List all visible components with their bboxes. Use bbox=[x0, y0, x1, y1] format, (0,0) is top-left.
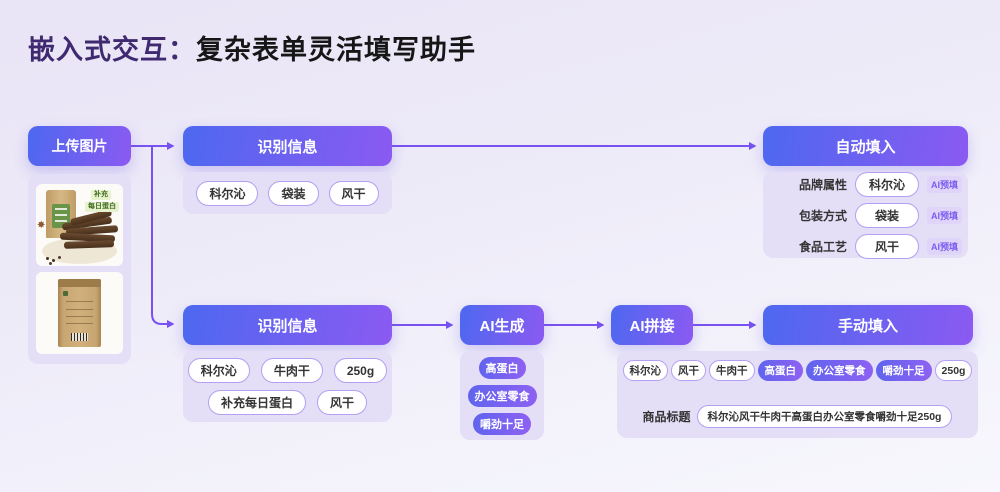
manual-fill-bar: 手动填入 bbox=[763, 305, 973, 345]
barcode-decoration bbox=[71, 333, 88, 341]
tag: 牛肉干 bbox=[709, 360, 755, 381]
tag-filled: 嚼劲十足 bbox=[473, 412, 531, 435]
auto-fill-bar: 自动填入 bbox=[763, 126, 968, 166]
star-anise-decoration: ✸ bbox=[37, 220, 46, 231]
merge-tag-row: 科尔沁 风干 牛肉干 高蛋白 办公室零食 嚼劲十足 250g bbox=[617, 360, 978, 381]
product-image-bag-back bbox=[36, 272, 123, 354]
tag: 袋装 bbox=[268, 180, 319, 206]
page-title-highlight: 嵌入式交互： bbox=[28, 35, 196, 65]
ai-generate-panel: 高蛋白 办公室零食 嚼劲十足 bbox=[460, 351, 544, 440]
ai-prefill-badge: AI预填 bbox=[927, 175, 963, 193]
recognize-info-bar-bottom: 识别信息 bbox=[183, 305, 392, 345]
ai-prefill-badge: AI预填 bbox=[927, 237, 963, 255]
recognize-tags-panel-bottom: 科尔沁 牛肉干 250g 补充每日蛋白 风干 bbox=[183, 351, 392, 422]
tag-filled: 高蛋白 bbox=[757, 360, 804, 381]
tag-row: 科尔沁 牛肉干 250g bbox=[187, 358, 388, 383]
product-image-jerky: ✸ 补充 每日蛋白 bbox=[36, 184, 123, 266]
ai-generate-bar: AI生成 bbox=[460, 305, 544, 345]
ai-join-bar: AI拼接 bbox=[611, 305, 693, 345]
field-label: 包装方式 bbox=[799, 208, 848, 223]
page-title-rest: 复杂表单灵活填写助手 bbox=[196, 35, 476, 65]
recognize-tags-panel-top: 科尔沁 袋装 风干 bbox=[183, 172, 392, 214]
tag-row: 补充每日蛋白 风干 bbox=[207, 390, 368, 415]
kraft-pouch-decoration bbox=[58, 279, 101, 347]
page-title: 嵌入式交互：复杂表单灵活填写助手 bbox=[28, 28, 476, 67]
peppercorns-decoration bbox=[46, 257, 49, 260]
tag-filled: 高蛋白 bbox=[478, 356, 526, 379]
tag: 科尔沁 bbox=[196, 180, 259, 206]
tag: 科尔沁 bbox=[622, 360, 669, 381]
tag: 风干 bbox=[317, 390, 368, 415]
field-label: 品牌属性 bbox=[799, 177, 848, 192]
auto-fill-panel: 品牌属性 科尔沁 AI预填 包装方式 袋装 AI预填 食品工艺 风干 AI预填 bbox=[763, 171, 968, 259]
result-row: 商品标题 科尔沁风干牛肉干高蛋白办公室零食嚼劲十足250g bbox=[617, 405, 978, 428]
arrow-upload-to-recognize-bottom bbox=[151, 146, 175, 328]
tag-filled: 办公室零食 bbox=[467, 384, 537, 407]
ai-prefill-badge: AI预填 bbox=[927, 206, 963, 224]
field-value-pill: 袋装 bbox=[855, 202, 920, 228]
field-row: 品牌属性 科尔沁 AI预填 bbox=[799, 171, 968, 197]
tag: 250g bbox=[934, 360, 973, 381]
result-value-pill: 科尔沁风干牛肉干高蛋白办公室零食嚼劲十足250g bbox=[696, 405, 953, 428]
field-label: 食品工艺 bbox=[799, 239, 848, 254]
field-value-pill: 科尔沁 bbox=[855, 171, 920, 197]
merge-panel: 科尔沁 风干 牛肉干 高蛋白 办公室零食 嚼劲十足 250g 商品标题 科尔沁风… bbox=[617, 351, 978, 438]
product-caption-line2: 每日蛋白 bbox=[85, 202, 119, 213]
tag: 250g bbox=[333, 358, 388, 383]
tag: 科尔沁 bbox=[187, 358, 250, 383]
tag: 风干 bbox=[671, 360, 707, 381]
product-caption-line1: 补充 bbox=[91, 190, 111, 201]
field-row: 食品工艺 风干 AI预填 bbox=[799, 233, 968, 259]
recognize-info-bar-top: 识别信息 bbox=[183, 126, 392, 166]
tag: 牛肉干 bbox=[260, 358, 323, 383]
tag: 补充每日蛋白 bbox=[207, 390, 306, 415]
field-value-pill: 风干 bbox=[855, 233, 920, 259]
tag-filled: 办公室零食 bbox=[806, 360, 873, 381]
result-label: 商品标题 bbox=[642, 410, 691, 424]
tag: 风干 bbox=[328, 180, 379, 206]
product-card: ✸ 补充 每日蛋白 bbox=[28, 174, 131, 364]
field-row: 包装方式 袋装 AI预填 bbox=[799, 202, 968, 228]
tag-filled: 嚼劲十足 bbox=[875, 360, 932, 381]
upload-image-button: 上传图片 bbox=[28, 126, 131, 166]
